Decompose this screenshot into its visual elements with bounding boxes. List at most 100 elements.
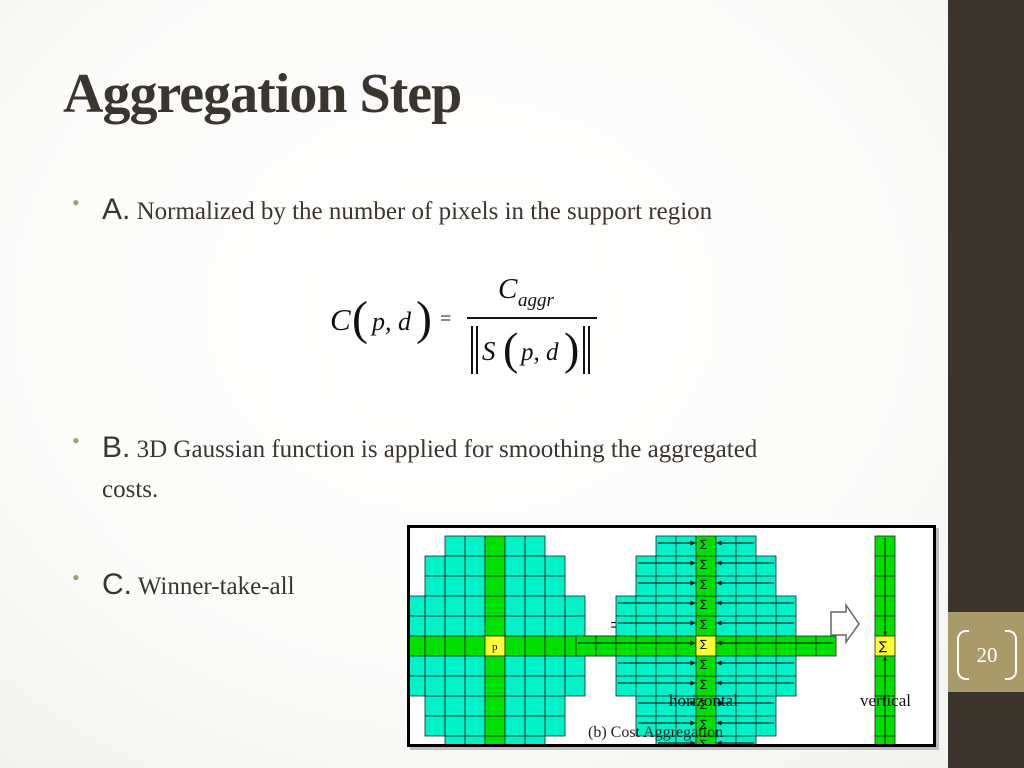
formula-den-paren-left: ( <box>503 323 518 374</box>
formula-den-args: p, d <box>519 339 559 366</box>
grid-cell <box>775 655 797 677</box>
page-number: 20 <box>976 643 998 667</box>
grid-cell <box>404 595 426 617</box>
grid-cell <box>615 675 637 697</box>
grid-cell <box>735 615 757 637</box>
grid-cell <box>755 635 777 657</box>
bullet-dot-icon: • <box>72 428 80 453</box>
grid-cell <box>755 595 777 617</box>
sum-symbol-icon: ∑ <box>700 579 707 590</box>
figure-caption: (b) Cost Aggregation <box>588 724 723 741</box>
grid-cell <box>444 635 466 657</box>
grid-cell <box>675 535 697 557</box>
grid-cell <box>464 595 486 617</box>
sum-symbol-icon: ∑ <box>879 639 887 653</box>
grid-cell <box>544 715 566 737</box>
grid-cell <box>675 635 697 657</box>
sum-symbol-icon: ∑ <box>700 539 707 550</box>
grid-cell <box>575 635 597 657</box>
bullet-c-body: Winner-take-all <box>132 573 295 600</box>
grid-cell <box>504 595 526 617</box>
sum-symbol-icon: ∑ <box>700 659 707 670</box>
grid-cell <box>615 655 637 677</box>
grid-cell <box>775 635 797 657</box>
formula-equals: = <box>440 308 451 330</box>
grid-cell <box>424 595 446 617</box>
grid-cell <box>544 555 566 577</box>
grid-cell <box>504 695 526 717</box>
grid-cell <box>715 555 737 577</box>
grid-cell <box>404 655 426 677</box>
grid-cell <box>444 535 466 557</box>
grid-cell <box>404 615 426 637</box>
grid-cell <box>655 575 677 597</box>
grid-cell <box>715 535 737 557</box>
grid-cell <box>484 555 506 577</box>
grid-cell <box>524 675 546 697</box>
grid-cell <box>815 635 837 657</box>
formula-denominator: S <box>482 336 496 366</box>
grid-cell <box>635 635 657 657</box>
grid-cell <box>544 575 566 597</box>
hollow-arrow-icon <box>830 602 860 645</box>
grid-cell <box>464 575 486 597</box>
grid-cell <box>715 575 737 597</box>
formula-args: p, d <box>370 307 412 336</box>
grid-cell <box>635 675 657 697</box>
grid-cell <box>444 575 466 597</box>
grid-cell <box>544 635 566 657</box>
grid-cell <box>635 595 657 617</box>
grid-cell <box>564 595 586 617</box>
cost-aggregation-diagram: p = ∑∑∑∑∑∑∑∑∑∑∑∑ ∑ horizontal vertical (… <box>364 535 911 768</box>
vertical-label: vertical <box>860 691 911 710</box>
grid-cell <box>735 535 757 557</box>
grid-cell <box>755 575 777 597</box>
bullet-dot-icon: • <box>72 190 80 215</box>
grid-cell <box>635 575 657 597</box>
grid-cell <box>524 615 546 637</box>
grid-cell <box>424 695 446 717</box>
grid-cell <box>544 595 566 617</box>
grid-cell <box>524 555 546 577</box>
grid-cell <box>735 715 757 737</box>
grid-cell <box>424 655 446 677</box>
grid-cell <box>735 635 757 657</box>
grid-cell <box>635 555 657 577</box>
bullet-a-label: A. <box>102 193 131 226</box>
normalization-formula: C ( p, d ) = C aggr S ( p, d ) <box>330 273 597 374</box>
slide-title: Aggregation Step <box>63 63 462 125</box>
grid-cell <box>504 615 526 637</box>
grid-cell <box>524 595 546 617</box>
grid-cell <box>615 595 637 617</box>
vertical-aggregation-column: ∑ <box>874 535 896 768</box>
page-number-bracket <box>957 629 1017 681</box>
grid-cell <box>675 655 697 677</box>
grid-cell <box>735 655 757 677</box>
grid-cell <box>755 615 777 637</box>
grid-cell <box>484 595 506 617</box>
formula-paren-left: ( <box>352 292 368 345</box>
grid-cell <box>775 615 797 637</box>
grid-cell <box>504 715 526 737</box>
grid-cell <box>484 575 506 597</box>
grid-cell <box>424 575 446 597</box>
grid-cell <box>504 635 526 657</box>
grid-cell <box>444 715 466 737</box>
grid-cell <box>464 535 486 557</box>
grid-cell <box>484 615 506 637</box>
sum-symbol-icon: ∑ <box>700 679 707 690</box>
bullet-a-body: Normalized by the number of pixels in th… <box>130 198 713 225</box>
grid-cell <box>444 695 466 717</box>
grid-cell <box>715 615 737 637</box>
bullet-b-body: 3D Gaussian function is applied for smoo… <box>102 436 758 503</box>
grid-cell <box>775 675 797 697</box>
grid-cell <box>524 535 546 557</box>
grid-cell <box>464 635 486 657</box>
grid-cell <box>424 555 446 577</box>
grid-cell <box>615 615 637 637</box>
grid-cell <box>524 635 546 657</box>
grid-cell <box>595 635 617 657</box>
grid-cell <box>735 595 757 617</box>
grid-cell <box>504 675 526 697</box>
grid-cell <box>504 555 526 577</box>
